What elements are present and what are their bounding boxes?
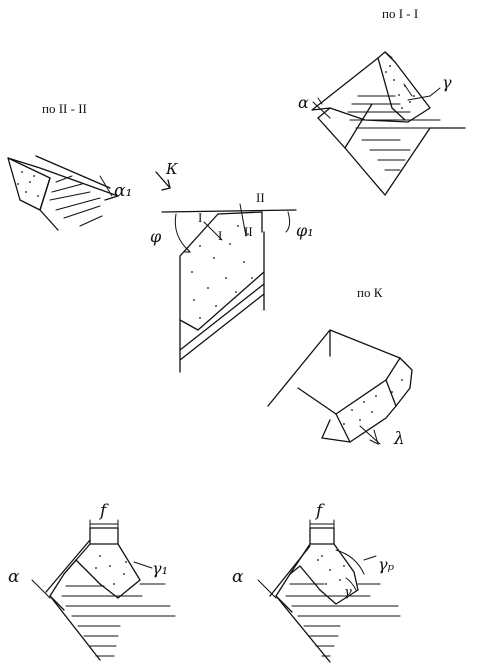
section-II-alpha1-label: α₁ [114, 181, 132, 201]
bottom-right-f-label: f [314, 501, 325, 521]
section-I-gamma-label: γ [442, 73, 452, 92]
view-k-dots [343, 379, 403, 425]
bottom-right-gamma-p-label: γₚ [378, 555, 395, 574]
view-k-arrow-label: К [165, 160, 178, 178]
section-I-dots [385, 65, 415, 109]
bottom-right-diagram: f α γ γₚ [232, 501, 401, 663]
section-II-II-label: по II - II [42, 101, 87, 116]
main-view-dots [191, 225, 253, 319]
cut-mark-I-bottom: I [218, 228, 222, 243]
bottom-left-diagram: f α γ₁ [8, 501, 176, 661]
bottom-right-dots [317, 555, 345, 585]
phi1-label: φ₁ [296, 221, 314, 240]
bottom-left-alpha-label: α [8, 567, 20, 587]
cut-mark-II-top: II [256, 190, 265, 205]
section-I-alpha-label: α [298, 93, 309, 112]
bottom-left-gamma1-label: γ₁ [152, 559, 168, 578]
lambda-label: λ [393, 429, 405, 449]
main-plan-view: К I I II II φ φ₁ [150, 160, 314, 373]
section-II-dots [17, 171, 39, 197]
bottom-left-dots [95, 555, 127, 585]
bottom-right-alpha-label: α [232, 567, 244, 587]
phi-label: φ [150, 227, 162, 246]
bottom-left-f-label: f [98, 501, 109, 521]
view-k-label: по К [357, 285, 383, 300]
cut-mark-II-bottom: II [244, 224, 253, 239]
section-I-I-label: по I - I [382, 6, 418, 21]
bottom-right-gamma-label: γ [344, 585, 352, 600]
section-I-I-diagram: по I - I α γ [298, 6, 466, 196]
view-k-diagram: по К λ [267, 285, 413, 449]
cut-mark-I-top: I [198, 210, 202, 225]
section-II-II-diagram: по II - II α₁ [7, 101, 132, 231]
